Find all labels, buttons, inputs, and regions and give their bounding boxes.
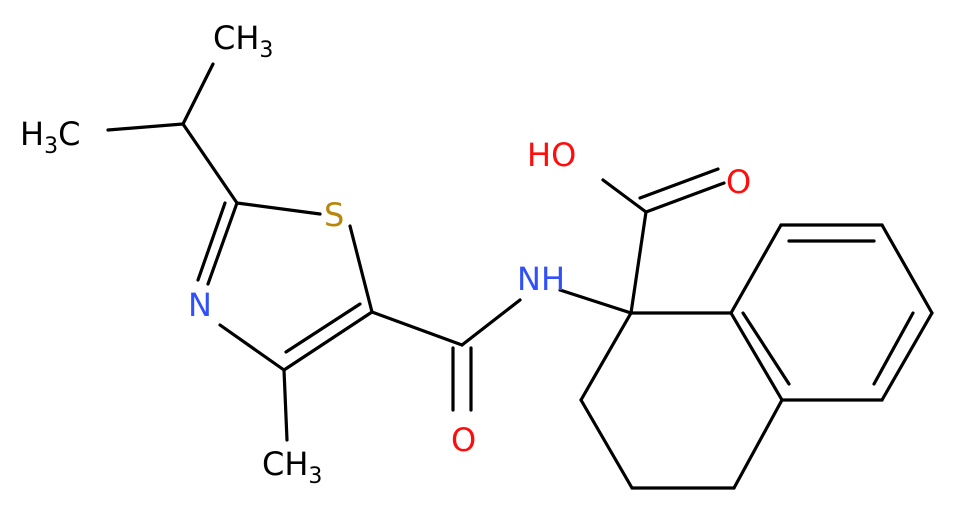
- ch3-bottom-sub: 3: [308, 464, 322, 489]
- ch3-top-sub: 3: [259, 38, 273, 63]
- atom-label-ring-nitrogen: N: [188, 286, 212, 324]
- atom-label-ch3-top: CH3: [213, 19, 273, 63]
- atom-label-amide-oxygen: O: [451, 421, 476, 459]
- atom-label-amide-nh: NH: [517, 260, 565, 298]
- bonds: [106, 62, 934, 490]
- atom-label-ch3-bottom: CH3: [262, 445, 322, 489]
- atom-label-hydroxyl: HO: [527, 136, 576, 174]
- h3c-left-sub: 3: [44, 134, 58, 159]
- atom-labels: CH3 H3C S N CH3 O NH HO O: [20, 19, 751, 489]
- atom-label-h3c-left: H3C: [20, 115, 80, 159]
- h3c-left-main: C: [58, 115, 80, 153]
- atom-label-sulfur: S: [324, 196, 344, 234]
- h3c-left-pre: H: [20, 115, 44, 153]
- ch3-bottom-main: CH: [262, 445, 308, 483]
- atom-label-acid-oxygen: O: [726, 163, 751, 201]
- ch3-top-main: CH: [213, 19, 259, 57]
